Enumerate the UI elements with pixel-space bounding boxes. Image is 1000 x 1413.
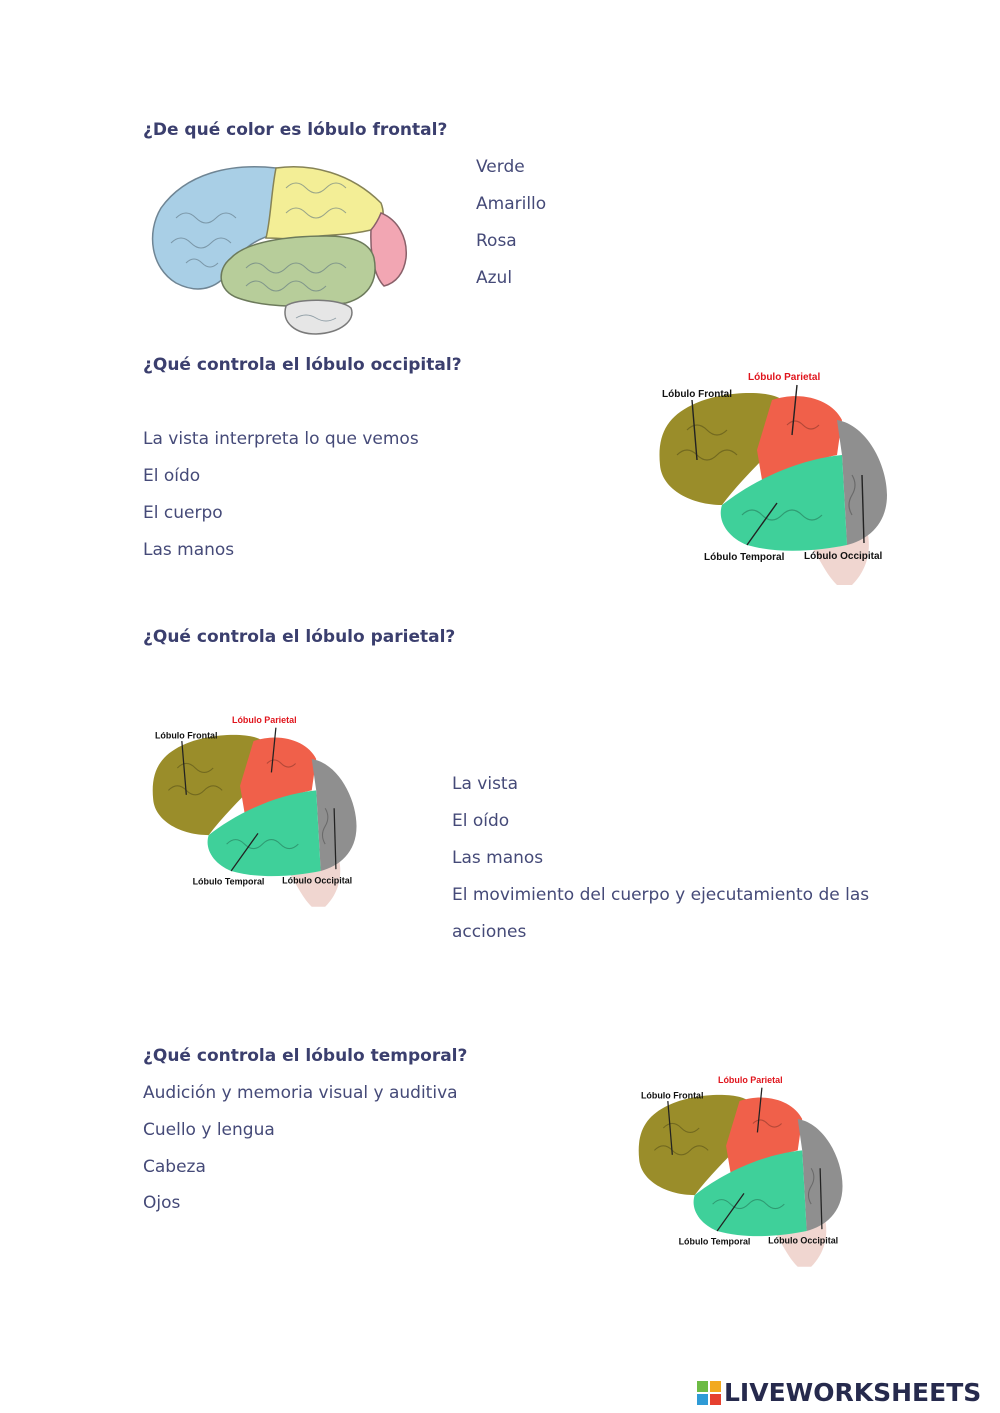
labeled-brain-diagram-3: Lóbulo Frontal Lóbulo Parietal Lóbulo Te… [638, 1075, 843, 1267]
occipital-label: Lóbulo Occipital [282, 876, 352, 886]
q2-option-3[interactable]: El cuerpo [143, 503, 223, 523]
labeled-brain-diagram-1: Lóbulo Frontal Lóbulo Parietal Lóbulo Te… [659, 372, 887, 585]
frontal-label: Lóbulo Frontal [641, 1090, 704, 1100]
occipital-label: Lóbulo Occipital [804, 551, 883, 562]
q1-option-rosa[interactable]: Rosa [476, 231, 517, 251]
q3-option-1[interactable]: La vista [452, 774, 519, 794]
brain-color-diagram [151, 166, 407, 335]
q3-option-3[interactable]: Las manos [452, 848, 544, 868]
q4-option-2[interactable]: Cuello y lengua [143, 1120, 275, 1140]
labeled-brain-diagram-2: Lóbulo Frontal Lóbulo Parietal Lóbulo Te… [152, 715, 357, 907]
question-4-title: ¿Qué controla el lóbulo temporal? [143, 1046, 468, 1066]
q2-option-2[interactable]: El oído [143, 466, 201, 486]
q1-option-amarillo[interactable]: Amarillo [476, 194, 547, 214]
q2-option-1[interactable]: La vista interpreta lo que vemos [143, 429, 419, 449]
q3-option-4-continued[interactable]: acciones [452, 922, 527, 942]
parietal-label: Lóbulo Parietal [718, 1075, 783, 1085]
q2-option-4[interactable]: Las manos [143, 540, 235, 560]
logo-text: LIVEWORKSHEETS [724, 1378, 982, 1407]
question-1-title: ¿De qué color es lóbulo frontal? [143, 120, 448, 140]
parietal-label: Lóbulo Parietal [232, 715, 297, 725]
frontal-label: Lóbulo Frontal [662, 389, 732, 400]
temporal-label: Lóbulo Temporal [193, 876, 265, 886]
q3-option-4[interactable]: El movimiento del cuerpo y ejecutamiento… [452, 885, 870, 905]
temporal-label: Lóbulo Temporal [704, 552, 785, 563]
liveworksheets-logo: LIVEWORKSHEETS [697, 1378, 981, 1407]
liveworksheets-logo-icon [697, 1380, 721, 1405]
frontal-label: Lóbulo Frontal [155, 730, 218, 740]
q1-option-azul[interactable]: Azul [476, 268, 513, 288]
q1-option-verde[interactable]: Verde [476, 157, 525, 177]
question-2-title: ¿Qué controla el lóbulo occipital? [143, 355, 462, 375]
question-3-title: ¿Qué controla el lóbulo parietal? [143, 627, 456, 647]
parietal-label: Lóbulo Parietal [748, 372, 820, 383]
q4-option-3[interactable]: Cabeza [143, 1157, 206, 1177]
q3-option-2[interactable]: El oído [452, 811, 510, 831]
q4-option-1[interactable]: Audición y memoria visual y auditiva [143, 1083, 458, 1103]
q4-option-4[interactable]: Ojos [143, 1193, 181, 1213]
temporal-label: Lóbulo Temporal [679, 1236, 751, 1246]
occipital-label: Lóbulo Occipital [768, 1236, 838, 1246]
